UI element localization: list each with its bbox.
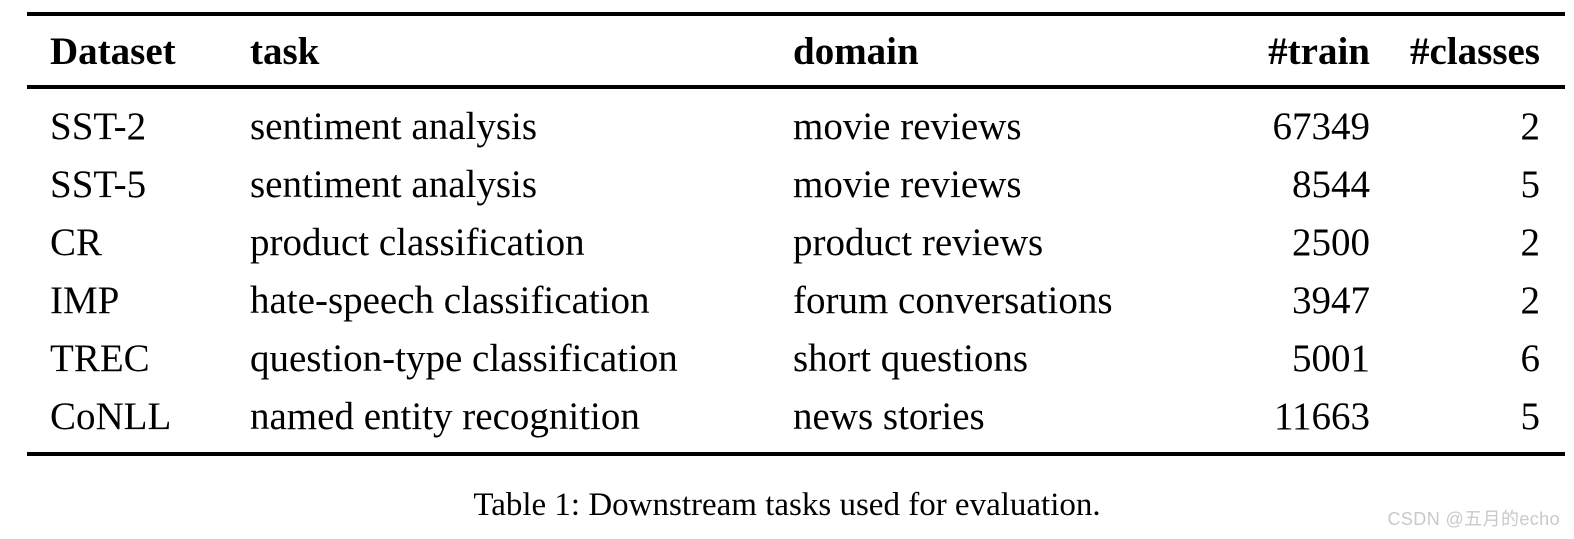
- cell-dataset: IMP: [50, 279, 120, 322]
- cell-dataset: SST-2: [50, 105, 147, 148]
- cell-train: 11663: [1273, 395, 1370, 438]
- table-figure: Dataset task domain #train #classes SST-…: [27, 12, 1565, 456]
- cell-dataset: CR: [50, 221, 103, 264]
- table-caption: Table 1: Downstream tasks used for evalu…: [473, 487, 1101, 523]
- cell-classes: 5: [1520, 163, 1541, 206]
- table-header-row: Dataset task domain #train #classes: [27, 12, 1565, 89]
- downstream-tasks-table: Dataset task domain #train #classes SST-…: [27, 12, 1565, 452]
- cell-domain: forum conversations: [793, 279, 1113, 322]
- table-row: SST-5 sentiment analysis movie reviews 8…: [27, 155, 1565, 213]
- cell-classes: 5: [1520, 395, 1541, 438]
- table-row: SST-2 sentiment analysis movie reviews 6…: [27, 87, 1565, 155]
- table-body: SST-2 sentiment analysis movie reviews 6…: [27, 87, 1565, 452]
- cell-domain: movie reviews: [793, 163, 1022, 206]
- cell-classes: 2: [1520, 105, 1541, 148]
- cell-classes: 6: [1520, 337, 1541, 380]
- cell-domain: product reviews: [793, 221, 1044, 264]
- table-row: TREC question-type classification short …: [27, 329, 1565, 387]
- table-row: IMP hate-speech classification forum con…: [27, 271, 1565, 329]
- cell-dataset: SST-5: [50, 163, 147, 206]
- column-header-domain: domain: [793, 12, 1179, 89]
- cell-train: 5001: [1292, 337, 1370, 380]
- cell-dataset: CoNLL: [50, 395, 172, 438]
- cell-train: 67349: [1272, 105, 1371, 148]
- cell-domain: movie reviews: [793, 105, 1022, 148]
- table-row: CoNLL named entity recognition news stor…: [27, 387, 1565, 452]
- column-header-task: task: [250, 12, 793, 89]
- cell-domain: news stories: [793, 395, 985, 438]
- cell-domain: short questions: [793, 337, 1029, 380]
- cell-task: named entity recognition: [250, 395, 640, 438]
- table-row: CR product classification product review…: [27, 213, 1565, 271]
- cell-train: 8544: [1292, 163, 1370, 206]
- cell-classes: 2: [1520, 279, 1541, 322]
- cell-task: hate-speech classification: [250, 279, 650, 322]
- csdn-watermark: CSDN @五月的echo: [1387, 509, 1560, 529]
- column-header-train: #train: [1179, 12, 1379, 89]
- column-header-dataset: Dataset: [27, 12, 250, 89]
- cell-dataset: TREC: [50, 337, 150, 380]
- cell-train: 2500: [1292, 221, 1370, 264]
- cell-classes: 2: [1520, 221, 1541, 264]
- cell-task: sentiment analysis: [250, 105, 538, 148]
- column-header-classes: #classes: [1379, 12, 1565, 89]
- table-header: Dataset task domain #train #classes: [27, 12, 1565, 89]
- cell-task: sentiment analysis: [250, 163, 538, 206]
- cell-task: question-type classification: [250, 337, 678, 380]
- cell-train: 3947: [1292, 279, 1370, 322]
- cell-task: product classification: [250, 221, 585, 264]
- table-bottom-rule: [27, 452, 1565, 456]
